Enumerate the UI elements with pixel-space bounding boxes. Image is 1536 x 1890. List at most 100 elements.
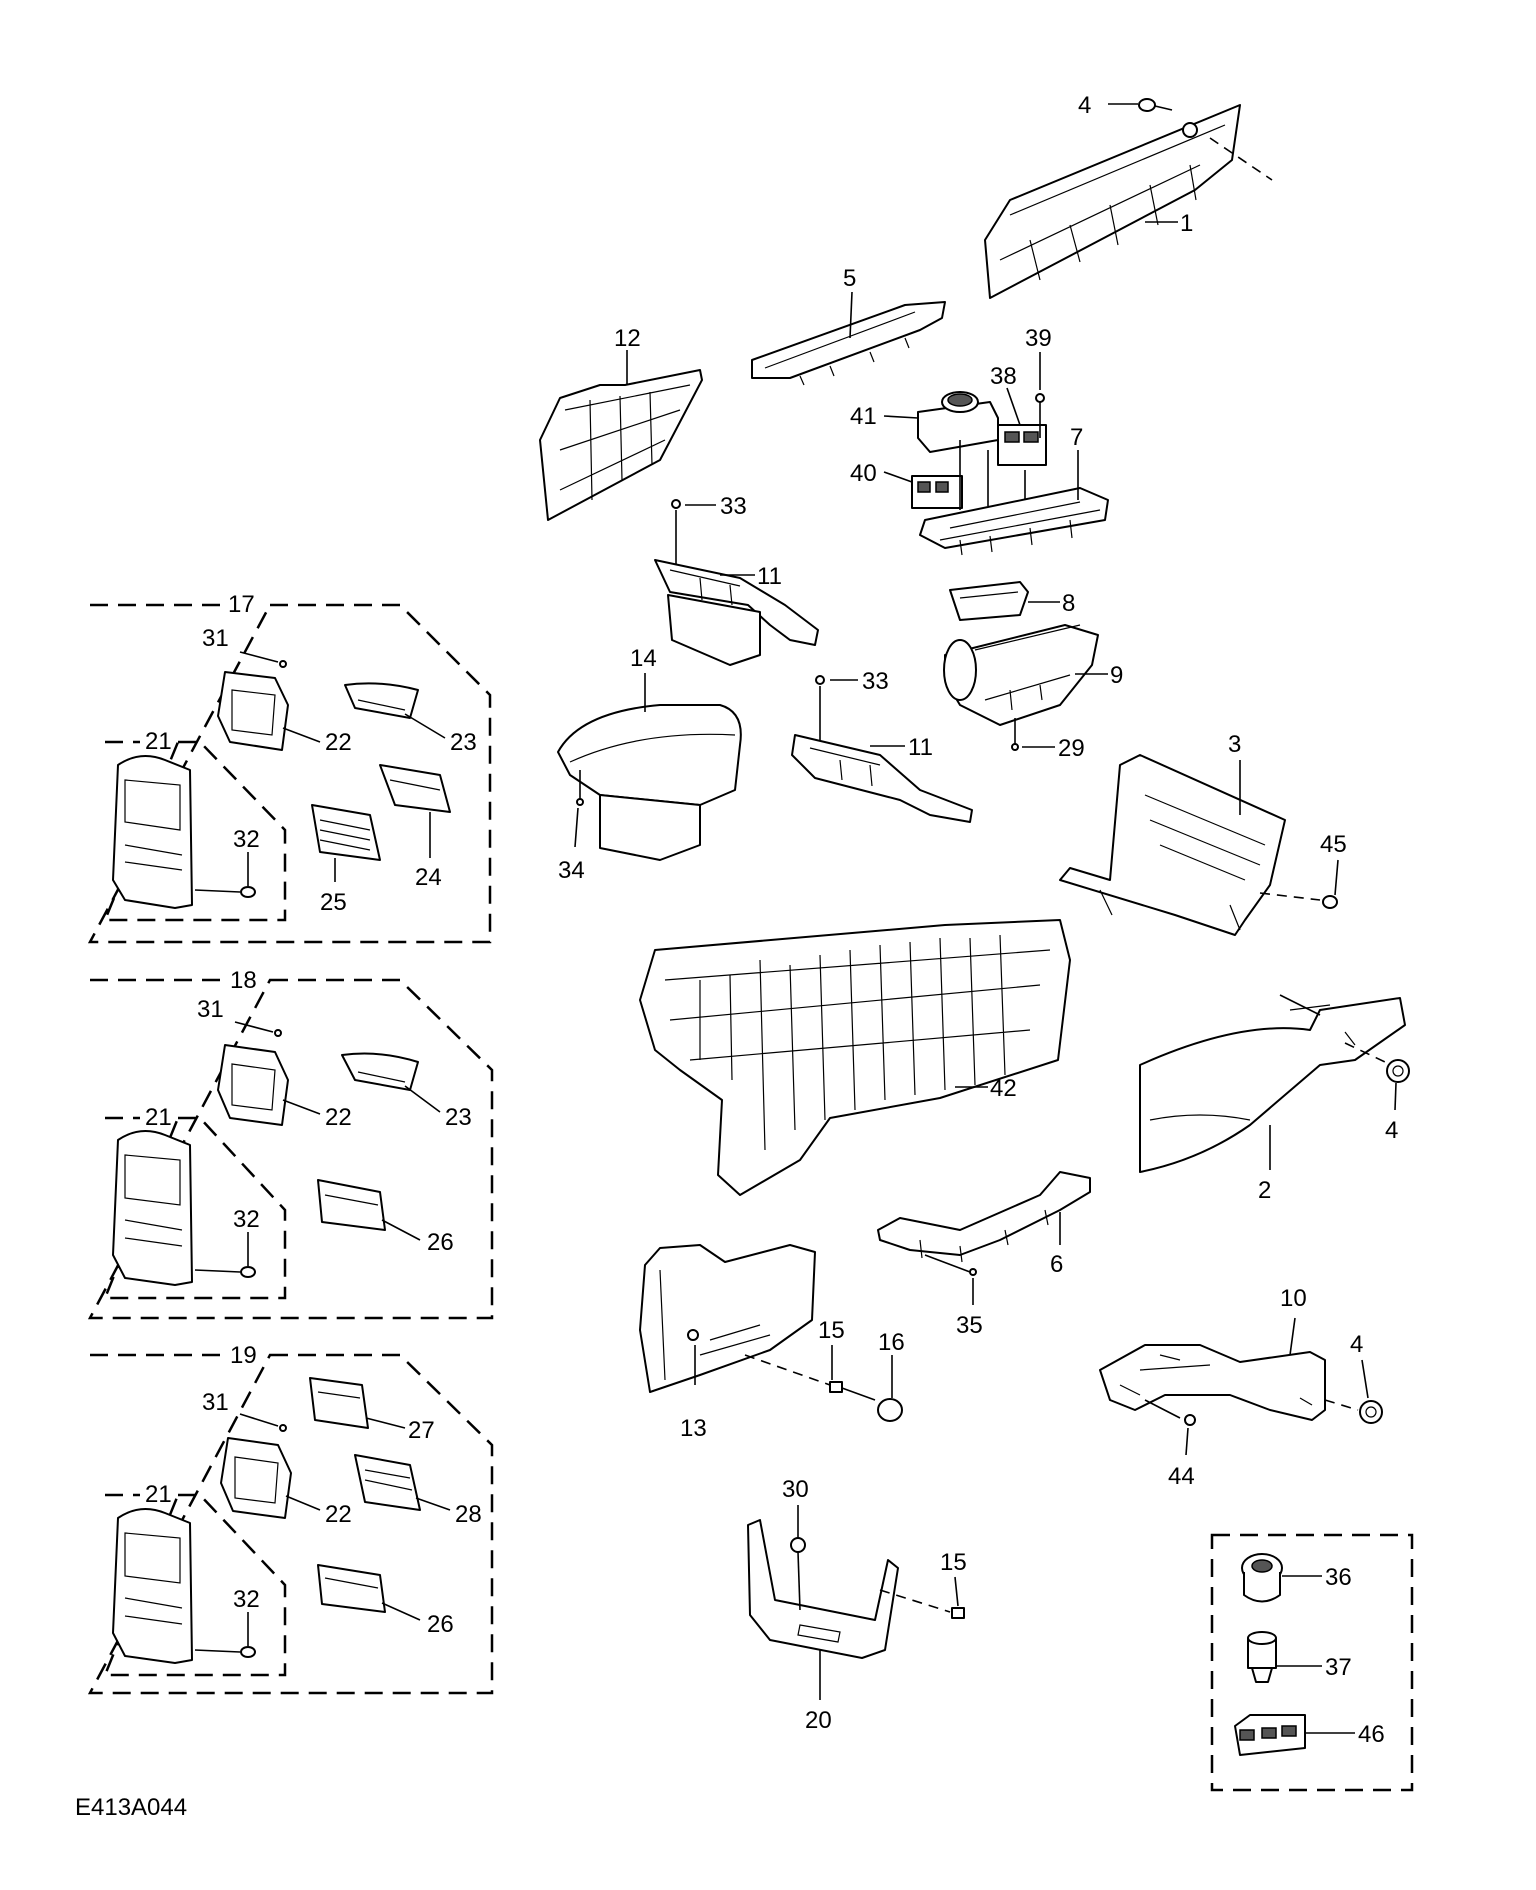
callout-20: 20 xyxy=(805,1707,832,1734)
part-33-screw-lower: 33 xyxy=(815,668,889,748)
callout-23b: 23 xyxy=(445,1104,472,1131)
callout-15a: 15 xyxy=(818,1317,845,1344)
callout-30: 30 xyxy=(782,1476,809,1503)
part-6-trim-strip: 6 xyxy=(877,1171,1091,1278)
part-8-tray: 8 xyxy=(949,581,1075,621)
callout-17: 17 xyxy=(228,591,255,618)
callout-10: 10 xyxy=(1280,1285,1307,1312)
callout-31b: 31 xyxy=(197,996,224,1023)
callout-33a: 33 xyxy=(720,493,747,520)
kit-17: 17 21 31 22 23 24 25 32 xyxy=(87,591,492,944)
callout-41: 41 xyxy=(850,403,877,430)
callout-19: 19 xyxy=(230,1342,257,1369)
callout-6: 6 xyxy=(1050,1251,1063,1278)
part-15-bolt-upper: 15 xyxy=(744,1317,876,1401)
callout-4a: 4 xyxy=(1078,92,1091,119)
callout-25: 25 xyxy=(320,889,347,916)
callout-26b: 26 xyxy=(427,1611,454,1638)
callout-23a: 23 xyxy=(450,729,477,756)
callout-35: 35 xyxy=(956,1312,983,1339)
part-35-screw: 35 xyxy=(924,1254,983,1339)
callout-12: 12 xyxy=(614,325,641,352)
callout-26a: 26 xyxy=(427,1229,454,1256)
part-5-trim-strip: 5 xyxy=(751,265,946,386)
part-10-bracket: 10 xyxy=(1099,1285,1326,1421)
callout-33b: 33 xyxy=(862,668,889,695)
callout-27: 27 xyxy=(408,1417,435,1444)
part-11-bin-upper: 11 xyxy=(654,559,819,666)
callout-21c: 21 xyxy=(145,1481,172,1508)
callout-11a: 11 xyxy=(757,563,782,590)
callout-14: 14 xyxy=(630,645,657,672)
callout-9: 9 xyxy=(1110,662,1123,689)
kit-18: 18 21 31 22 23 26 32 xyxy=(87,967,494,1320)
callout-32b: 32 xyxy=(233,1206,260,1233)
callout-46: 46 xyxy=(1358,1721,1385,1748)
callout-8: 8 xyxy=(1062,590,1075,617)
callout-31a: 31 xyxy=(202,625,229,652)
part-42-console-frame: 42 xyxy=(639,919,1071,1196)
callout-32a: 32 xyxy=(233,826,260,853)
callout-15b: 15 xyxy=(940,1549,967,1576)
callout-22c: 22 xyxy=(325,1501,352,1528)
part-40-switch: 40 xyxy=(850,460,963,509)
part-7-bezel: 7 xyxy=(919,424,1109,556)
callout-3: 3 xyxy=(1228,731,1241,758)
part-44-screw: 44 xyxy=(1144,1399,1196,1490)
part-4-pushpin-low: 4 xyxy=(1324,1331,1383,1424)
callout-28: 28 xyxy=(455,1501,482,1528)
callout-34: 34 xyxy=(558,857,585,884)
part-3-finisher: 3 xyxy=(1059,731,1286,936)
callout-1: 1 xyxy=(1180,210,1193,237)
part-1-side-panel: 1 xyxy=(984,104,1273,299)
callout-39: 39 xyxy=(1025,325,1052,352)
part-9-cupholder-housing: 9 xyxy=(943,624,1123,726)
callout-32c: 32 xyxy=(233,1586,260,1613)
callout-4c: 4 xyxy=(1350,1331,1363,1358)
part-16-cap: 16 xyxy=(877,1329,905,1422)
callout-38: 38 xyxy=(990,363,1017,390)
callout-22b: 22 xyxy=(325,1104,352,1131)
callout-21b: 21 xyxy=(145,1104,172,1131)
callout-7: 7 xyxy=(1070,424,1083,451)
part-41-rotary-selector: 41 xyxy=(850,391,999,453)
callout-37: 37 xyxy=(1325,1654,1352,1681)
part-30-nut: 30 xyxy=(782,1476,809,1611)
callout-16: 16 xyxy=(878,1329,905,1356)
part-34-screw: 34 xyxy=(558,770,585,884)
part-14-armrest: 14 xyxy=(557,645,742,861)
part-15-bolt-lower: 15 xyxy=(879,1549,967,1619)
part-20-u-bracket: 20 xyxy=(747,1519,899,1734)
callout-21a: 21 xyxy=(145,728,172,755)
part-4-pushpin-top: 4 xyxy=(1078,92,1173,119)
callout-5: 5 xyxy=(843,265,856,292)
callout-24: 24 xyxy=(415,864,442,891)
part-13-side-panel: 13 xyxy=(639,1244,816,1442)
power-outlet-kit: 36 37 46 xyxy=(1210,1533,1414,1792)
part-4-pushpin-mid: 4 xyxy=(1344,1042,1410,1144)
callout-4b: 4 xyxy=(1385,1117,1398,1144)
diagram-code: E413A044 xyxy=(75,1794,187,1821)
callout-18: 18 xyxy=(230,967,257,994)
callout-22a: 22 xyxy=(325,729,352,756)
part-29-screw: 29 xyxy=(1011,718,1085,762)
callout-2: 2 xyxy=(1258,1177,1271,1204)
part-45-clip: 45 xyxy=(1259,831,1347,909)
part-2-side-panel: 2 xyxy=(1139,994,1406,1204)
callout-13: 13 xyxy=(680,1415,707,1442)
callout-11b: 11 xyxy=(908,734,933,761)
kit-19: 19 21 31 27 28 22 26 32 xyxy=(87,1342,494,1695)
part-38-switch: 38 xyxy=(990,363,1047,466)
callout-42: 42 xyxy=(990,1075,1017,1102)
callout-40: 40 xyxy=(850,460,877,487)
part-11-bin-lower: 11 xyxy=(791,734,973,823)
callout-31c: 31 xyxy=(202,1389,229,1416)
callout-36: 36 xyxy=(1325,1564,1352,1591)
part-12-trim-panel: 12 xyxy=(539,325,703,521)
callout-45: 45 xyxy=(1320,831,1347,858)
callout-44: 44 xyxy=(1168,1463,1195,1490)
callout-29: 29 xyxy=(1058,735,1085,762)
part-39-screw: 39 xyxy=(1025,325,1052,438)
